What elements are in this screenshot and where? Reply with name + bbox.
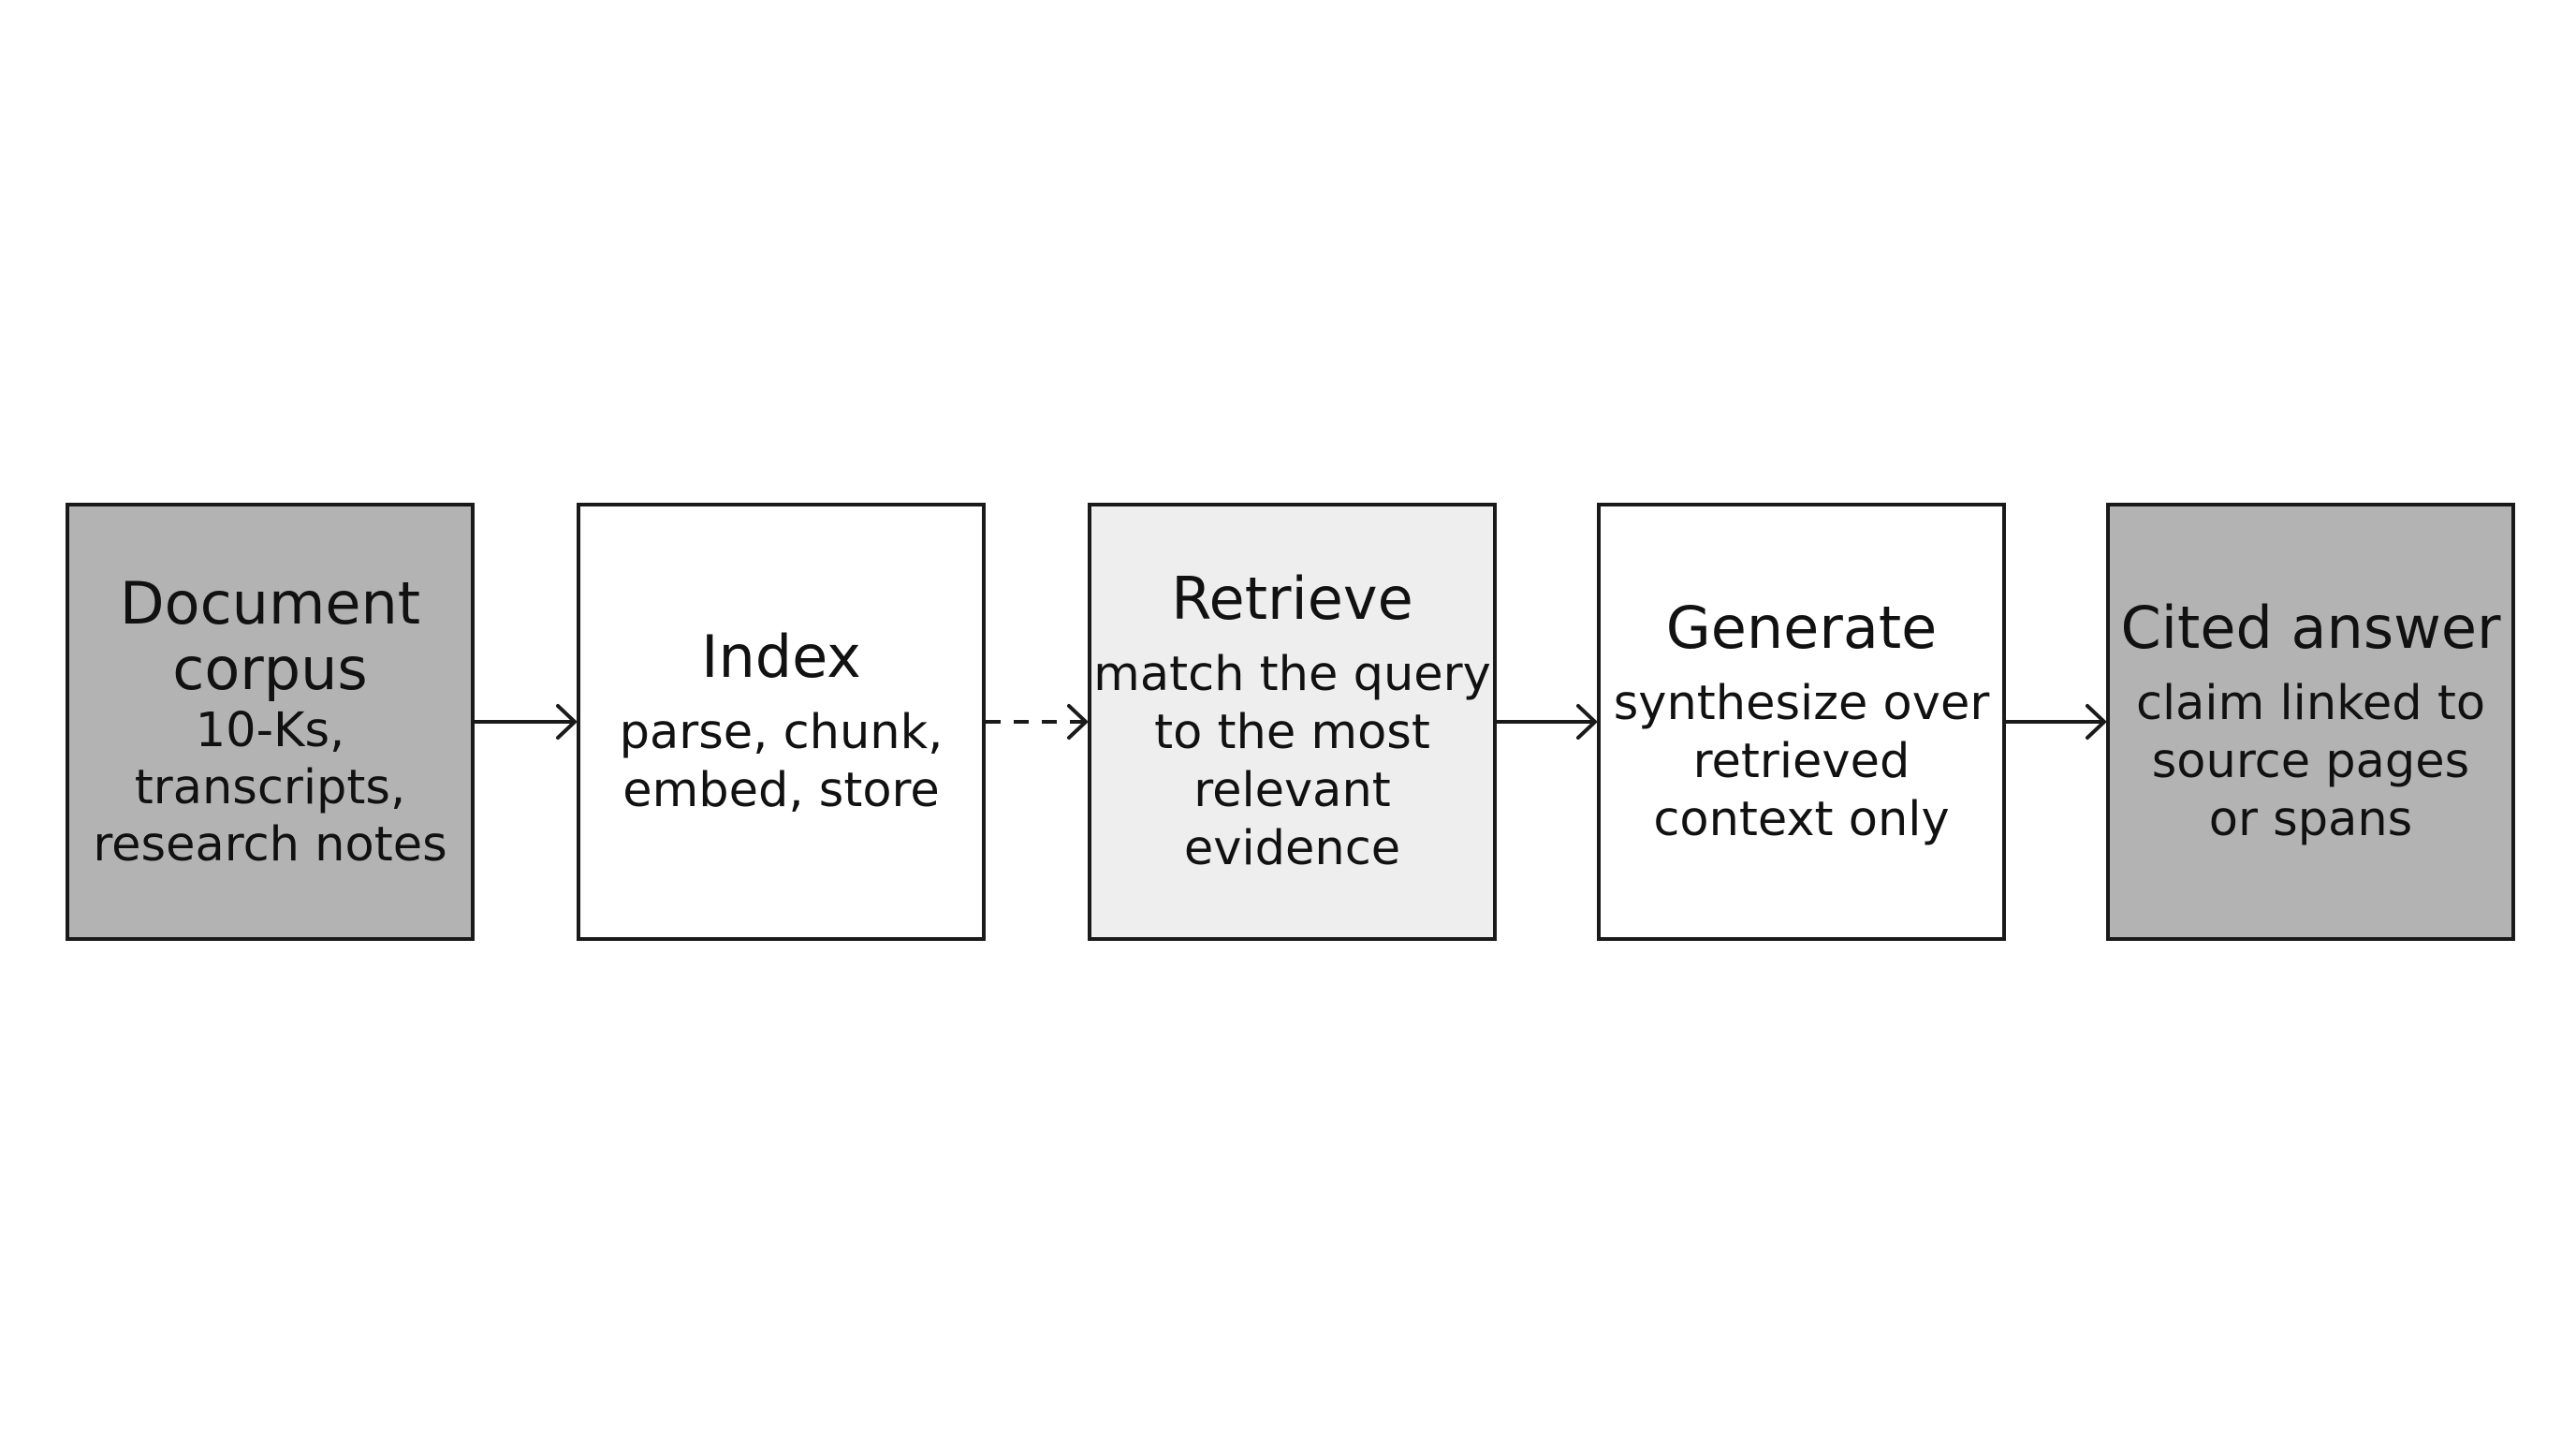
step-title: Cited answer: [2120, 594, 2501, 662]
step-description: claim linked to source pages or spans: [2135, 676, 2486, 847]
step-box-retrieve: Retrieve match the query to the most rel…: [1088, 503, 1497, 941]
step-title: Index: [701, 623, 861, 691]
step-description: match the query to the most relevant evi…: [1093, 647, 1491, 876]
connector-arrow-3: [2006, 704, 2106, 740]
arrowhead-icon: [2086, 704, 2106, 740]
step-title: Retrieve: [1171, 565, 1413, 633]
step-description: synthesize over retrieved context only: [1613, 676, 1990, 847]
step-title: Generate: [1665, 594, 1938, 662]
arrowhead-icon: [556, 704, 577, 740]
step-box-cited-answer: Cited answer claim linked to source page…: [2106, 503, 2515, 941]
step-description: 10-Ks, transcripts, research notes: [93, 702, 447, 873]
connector-arrow-0: [475, 704, 577, 740]
connector-arrow-1: [986, 704, 1088, 740]
step-description: parse, chunk, embed, store: [619, 705, 944, 818]
step-box-generate: Generate synthesize over retrieved conte…: [1597, 503, 2006, 941]
connector-arrow-2: [1497, 704, 1597, 740]
arrowhead-icon: [1067, 704, 1088, 740]
step-box-index: Index parse, chunk, embed, store: [577, 503, 986, 941]
arrowhead-icon: [1576, 704, 1597, 740]
step-box-document-corpus: Document corpus 10-Ks, transcripts, rese…: [66, 503, 475, 941]
step-title: Document corpus: [119, 568, 421, 703]
